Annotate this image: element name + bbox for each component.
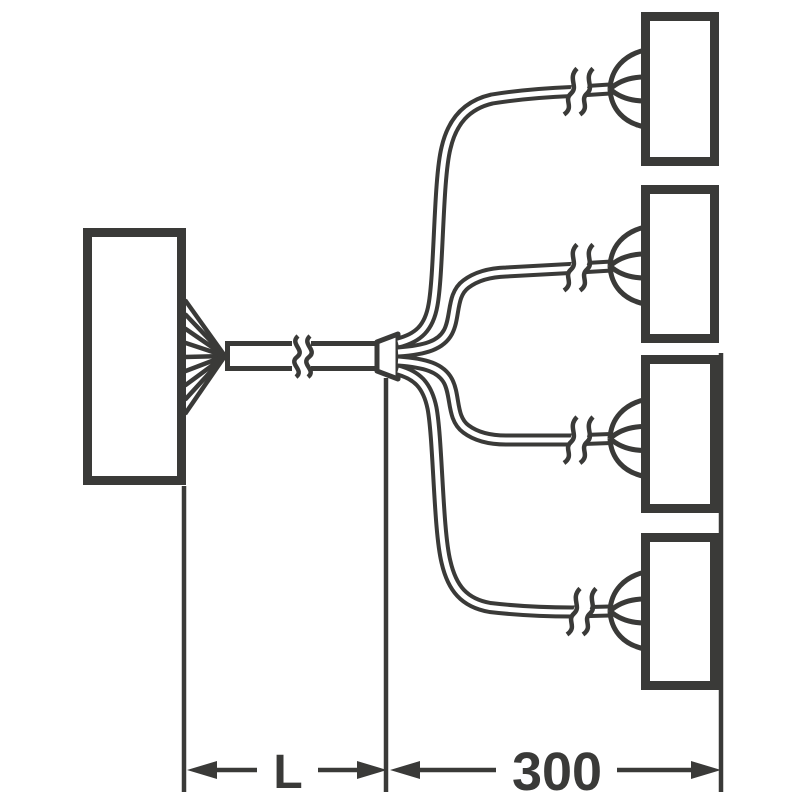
dimension-l: L (187, 746, 387, 799)
branch-break-4 (565, 586, 598, 637)
bell-arc (608, 251, 646, 268)
bell-arc (607, 265, 646, 307)
break-squiggle (581, 586, 598, 637)
output-block-1 (641, 12, 719, 166)
cable-body (311, 342, 375, 370)
main-cable-segment-1 (225, 334, 302, 379)
branch-wire-core (397, 358, 612, 443)
branch-wire-4 (396, 363, 611, 619)
fan-wire-line (184, 340, 226, 359)
break-squiggle (562, 242, 579, 293)
bell-arc (608, 87, 646, 104)
bell-arc (608, 264, 646, 281)
connector-bell-2 (607, 224, 646, 307)
cable-break-squiggle (292, 334, 302, 379)
wire-fan (183, 298, 227, 416)
cable-body (227, 342, 291, 370)
branch-wire-3 (397, 354, 612, 447)
bell-arc (607, 569, 646, 612)
bell-arc (607, 438, 646, 479)
dimension-label-300: 300 (512, 742, 602, 800)
branch-wire-core (397, 86, 611, 346)
break-squiggle (578, 66, 595, 117)
branch-wire-core (397, 367, 611, 615)
connector-bell-4 (607, 569, 646, 652)
bell-arc (607, 610, 646, 652)
arrow-right-icon (691, 761, 721, 779)
cable-splitter-funnel (374, 331, 401, 382)
branch-break-1 (562, 66, 595, 117)
bell-arc (608, 436, 646, 453)
branch-wire-core (397, 263, 613, 355)
fan-wire-line (183, 326, 227, 358)
fan-wire-line (183, 354, 227, 416)
bell-arc (608, 596, 646, 613)
dimension-300: 300 (390, 742, 721, 800)
bell-arc (607, 47, 646, 90)
branch-break-2 (562, 242, 595, 293)
break-squiggle (562, 415, 579, 465)
arrow-left-icon (390, 761, 420, 779)
branch-wire-2 (397, 259, 613, 359)
bell-arc (607, 224, 646, 267)
branch-wire-1 (396, 82, 611, 350)
output-block-2 (641, 185, 719, 343)
dimension-label-l: L (273, 746, 302, 799)
branch-wire-outline (396, 82, 611, 350)
connector-bell-3 (607, 397, 646, 479)
cable-break-squiggle (304, 334, 314, 379)
bell-arc (607, 397, 646, 439)
branch-break-3 (562, 415, 595, 465)
arrow-left-icon (187, 761, 217, 779)
bell-arc (608, 74, 646, 91)
main-cable-segment-2 (304, 334, 377, 379)
bell-arc (608, 424, 646, 441)
break-squiggle (562, 66, 579, 117)
left-connector-block (83, 228, 186, 485)
output-block-4 (641, 533, 719, 690)
break-squiggle (578, 242, 595, 293)
output-block-3 (641, 355, 719, 513)
break-squiggle (565, 586, 582, 637)
connector-bell-1 (607, 47, 646, 130)
bell-arc (607, 88, 646, 130)
arrow-right-icon (357, 761, 387, 779)
break-squiggle (578, 415, 595, 465)
bell-arc (608, 609, 646, 626)
